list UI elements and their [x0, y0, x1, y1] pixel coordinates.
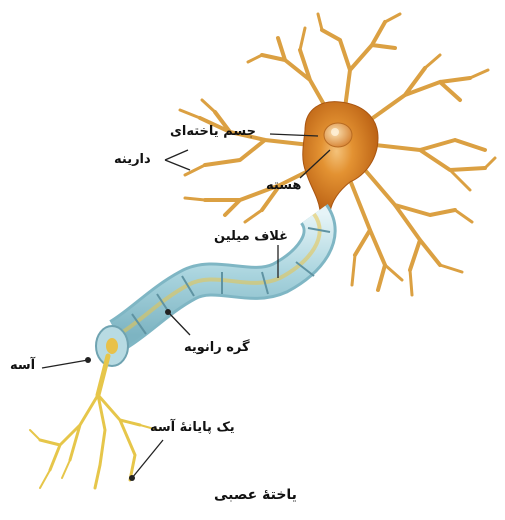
diagram-caption: یاختهٔ عصبی [214, 487, 297, 503]
label-nucleus: هسته [266, 178, 301, 194]
label-dendrite: دارینه [114, 152, 151, 168]
label-myelin-sheath: غلاف میلین [214, 229, 288, 245]
label-axon-terminal: یک پایانهٔ آسه [150, 420, 235, 436]
label-cell-body: جسم یاخته‌ای [170, 124, 256, 140]
label-node-of-ranvier: گره رانویه [184, 340, 250, 356]
cell-body [303, 102, 378, 212]
axon-terminals [30, 356, 158, 488]
label-axon: آسه [10, 358, 35, 374]
nucleus [324, 123, 352, 147]
